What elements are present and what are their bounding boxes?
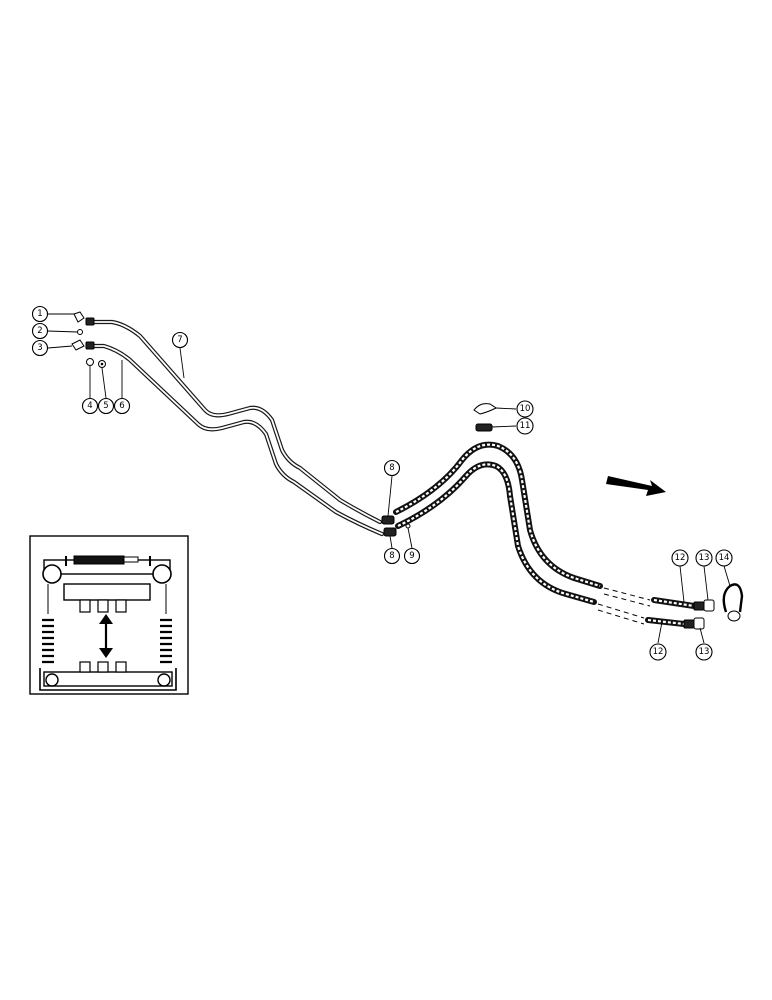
callout-2: 2	[31, 322, 49, 340]
callout-6: 6	[113, 397, 131, 415]
flexible-hoses	[393, 441, 697, 627]
callout-1: 1	[31, 305, 49, 323]
callout-5: 5	[97, 397, 115, 415]
callout-13-lower: 13	[695, 643, 713, 661]
callout-10: 10	[516, 400, 534, 418]
callout-12-lower: 12	[649, 643, 667, 661]
callout-9: 9	[403, 547, 421, 565]
svg-text:6: 6	[119, 401, 124, 411]
svg-text:9: 9	[409, 551, 414, 561]
callout-13-upper: 13	[695, 549, 713, 567]
double-arrow-icon	[99, 614, 113, 658]
svg-text:11: 11	[520, 421, 531, 431]
forward-arrow-icon	[606, 476, 666, 496]
callout-8-lower: 8	[383, 547, 401, 565]
svg-text:13: 13	[699, 553, 710, 563]
svg-text:5: 5	[103, 401, 108, 411]
callout-12-upper: 12	[671, 549, 689, 567]
callout-8-upper: 8	[383, 459, 401, 477]
svg-text:12: 12	[653, 647, 664, 657]
svg-text:10: 10	[520, 404, 531, 414]
clamp-parts	[473, 403, 497, 432]
svg-text:1: 1	[37, 309, 42, 319]
leader-lines	[47, 313, 731, 644]
callout-3: 3	[31, 339, 49, 357]
callout-11: 11	[516, 417, 534, 435]
svg-text:7: 7	[177, 335, 182, 345]
svg-text:14: 14	[719, 553, 730, 563]
callout-4: 4	[81, 397, 99, 415]
steel-tubes	[89, 319, 385, 537]
svg-text:3: 3	[37, 343, 42, 353]
svg-text:2: 2	[37, 326, 42, 336]
svg-text:4: 4	[87, 401, 92, 411]
callout-7: 7	[171, 331, 189, 349]
svg-text:12: 12	[675, 553, 686, 563]
left-fittings	[71, 311, 106, 368]
svg-text:13: 13	[699, 647, 710, 657]
inset-lift-illustration	[29, 535, 189, 695]
svg-text:8: 8	[389, 463, 394, 473]
callout-14: 14	[715, 549, 733, 567]
svg-text:8: 8	[389, 551, 394, 561]
